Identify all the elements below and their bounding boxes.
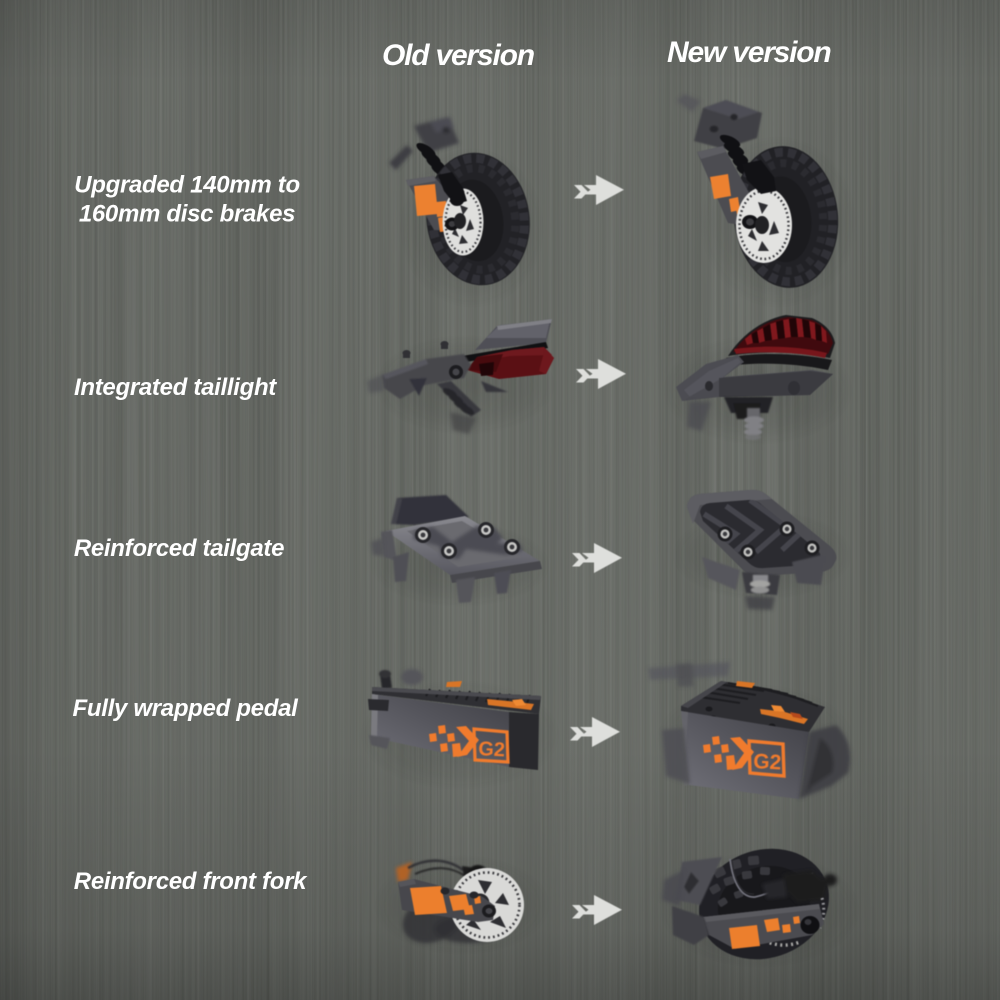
- svg-text:G2: G2: [478, 738, 506, 761]
- svg-text:G2: G2: [753, 750, 782, 774]
